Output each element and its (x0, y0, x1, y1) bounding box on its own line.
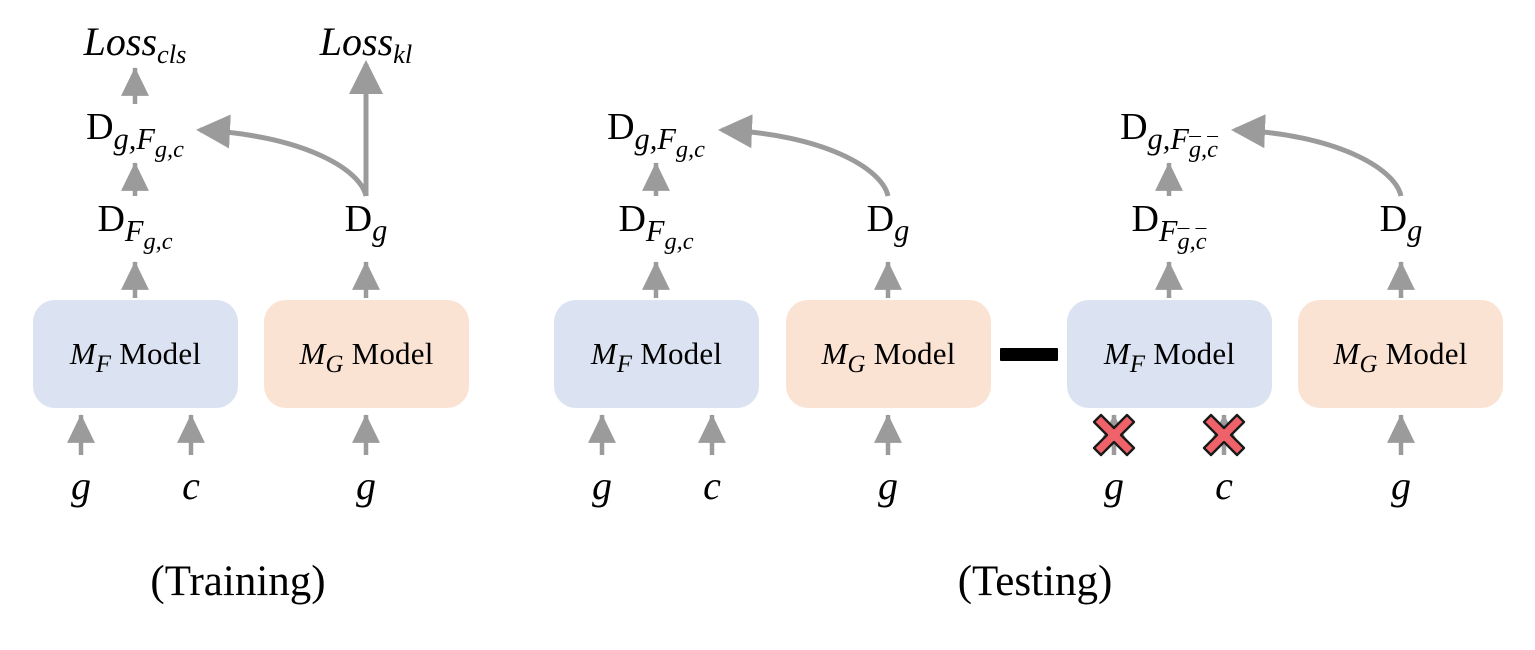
input-symbol-test-b-mg-g: g (1391, 463, 1411, 508)
model-box-label: MF Model (1103, 336, 1236, 378)
node-d-g-fgc-test: Dg,Fg,c (607, 106, 705, 163)
node-d-fgc-test: DFg,c (618, 198, 694, 255)
model-box-test-b-mg[interactable]: MG Model (1298, 300, 1503, 408)
input-symbol-test-b-mf-c: c (1215, 463, 1233, 508)
input-symbol-test-a-mf-c: c (703, 463, 721, 508)
overline-g: g (1188, 135, 1202, 163)
node-d-g-fgc-train: Dg,Fg,c (86, 106, 184, 163)
node-d-fgc-train: DFg,c (97, 198, 173, 255)
phase-label-testing: (Testing) (957, 558, 1113, 605)
input-symbol-test-b-mf-g: g (1104, 463, 1124, 508)
node-d-g-test-a: Dg (866, 198, 910, 248)
model-box-train-mf[interactable]: MF Model (33, 300, 238, 408)
model-box-label: MF Model (590, 336, 723, 378)
loss-cls-label: Losscls (83, 19, 187, 69)
input-symbol-train-mg-g: g (356, 463, 376, 508)
model-box-label: MF Model (69, 336, 202, 378)
input-symbol-test-a-mg-g: g (878, 463, 898, 508)
link-bar-icon (1000, 348, 1058, 361)
input-symbol-test-a-mf-g: g (592, 463, 612, 508)
model-box-label: MG Model (299, 336, 434, 378)
model-box-test-a-mf[interactable]: MF Model (554, 300, 759, 408)
model-box-train-mg[interactable]: MG Model (264, 300, 469, 408)
model-box-test-a-mg[interactable]: MG Model (786, 300, 991, 408)
overline-g: g (1177, 227, 1190, 255)
x-mark-icon-test-b-g (1092, 413, 1136, 457)
node-d-g-train: Dg (344, 198, 388, 248)
model-box-label: MG Model (1333, 336, 1468, 378)
model-box-test-b-mf[interactable]: MF Model (1067, 300, 1272, 408)
input-symbol-train-mf-c: c (182, 463, 200, 508)
model-box-label: MG Model (821, 336, 956, 378)
loss-kl-label: Losskl (319, 19, 413, 69)
input-symbol-train-mf-g: g (71, 463, 91, 508)
overline-c: c (1207, 135, 1218, 163)
phase-label-training: (Training) (150, 558, 326, 605)
node-d-fbar-test: DFg,c (1131, 198, 1207, 255)
node-d-g-test-b: Dg (1379, 198, 1423, 248)
overline-c: c (1195, 227, 1207, 255)
node-d-g-fbar-test: Dg,Fg,c (1120, 106, 1218, 163)
x-mark-icon-test-b-c (1202, 413, 1246, 457)
